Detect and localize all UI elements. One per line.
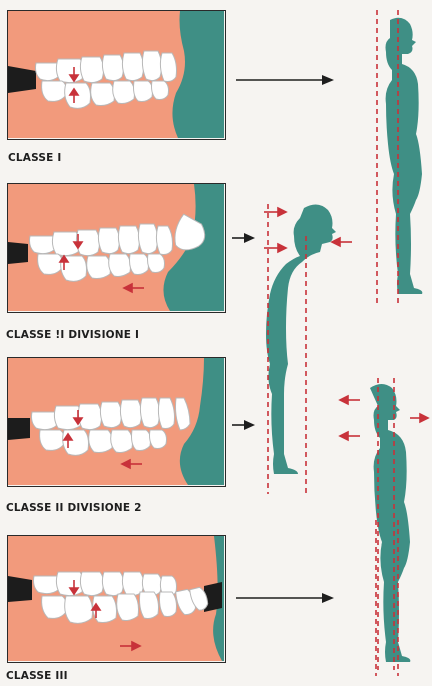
arrow-right-icon: [232, 232, 256, 244]
bite-panel-class-3: [7, 535, 226, 663]
posture-figure-upright: [360, 6, 426, 306]
arrow-right-icon: [236, 592, 336, 604]
arrow-right-icon: [232, 419, 256, 431]
posture-figure-class-3: [360, 520, 426, 680]
bite-panel-class-2-div-2: [7, 357, 226, 487]
class-label-1: CLASSE I: [8, 152, 62, 164]
arrow-right-icon: [236, 74, 336, 86]
class-label-2: CLASSE !I DIVISIONE I: [6, 329, 139, 341]
bite-panel-class-2-div-1: [7, 183, 226, 313]
class-label-3: CLASSE II DIVISIONE 2: [6, 502, 142, 514]
class-label-4: CLASSE III: [6, 670, 68, 682]
bite-panel-class-1: [7, 10, 226, 140]
